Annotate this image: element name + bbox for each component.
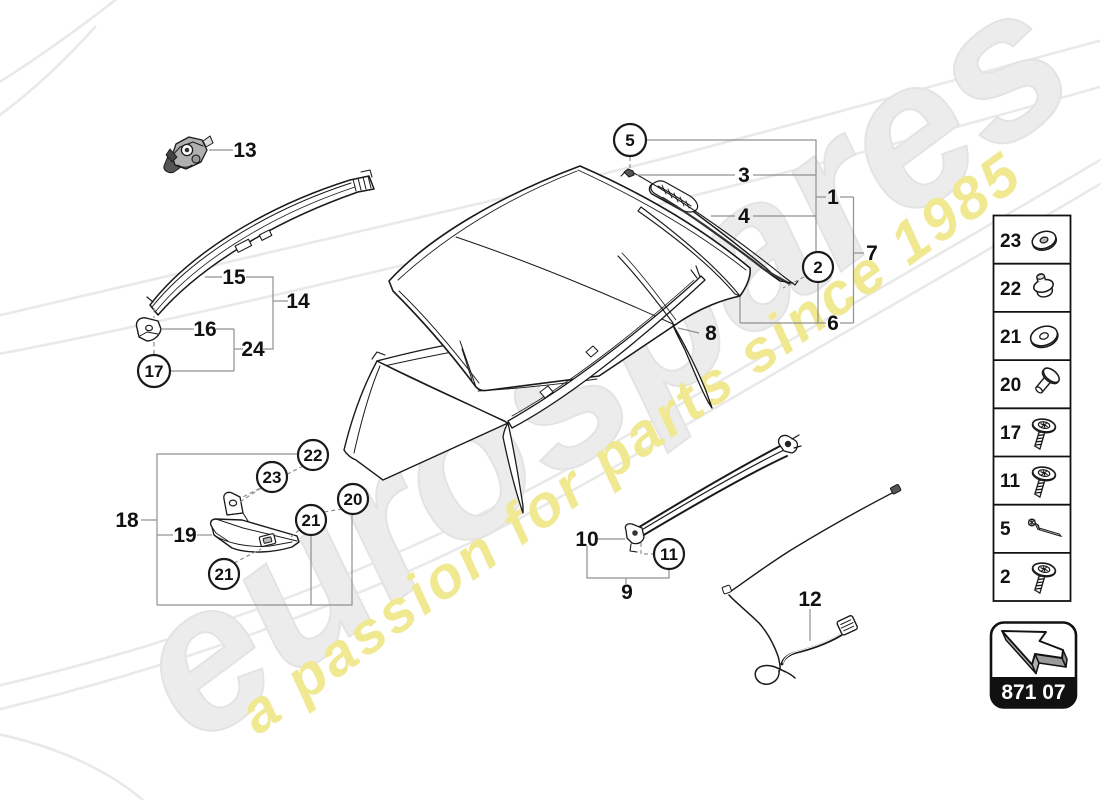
callout-label-13[interactable]: 13 (233, 139, 256, 162)
callout-circle-number: 22 (304, 446, 323, 465)
legend-row-21[interactable]: 21 (1000, 322, 1062, 352)
callout-label-14[interactable]: 14 (286, 290, 310, 313)
callout-label-10[interactable]: 10 (575, 528, 598, 551)
part-code-band (991, 677, 1076, 708)
callout-label-4[interactable]: 4 (738, 205, 750, 228)
callout-circles: 17 5 2 22 23 20 21 21 (136, 122, 835, 591)
callout-circle-11[interactable]: 11 (652, 537, 686, 571)
callout-circle-5[interactable]: 5 (612, 122, 648, 158)
part-code-box[interactable]: 871 07 (989, 621, 1078, 709)
callout-label-19[interactable]: 19 (173, 524, 196, 547)
callout-circle-number: 20 (344, 490, 363, 509)
callout-label-12[interactable]: 12 (798, 588, 821, 611)
part-19-bracket-drawing (209, 491, 300, 553)
legend-row-number: 17 (1000, 423, 1021, 444)
legend-row-number: 11 (1000, 471, 1021, 492)
callout-circle-number: 11 (660, 545, 678, 564)
watermark-brand-text: eurospares (88, 0, 1100, 784)
part-13-latch-drawing (163, 135, 214, 174)
rear-rail-drawing (620, 168, 799, 297)
callout-label-16[interactable]: 16 (193, 318, 216, 341)
callout-circle-21-upper[interactable]: 21 (294, 503, 328, 537)
legend-row-number: 22 (1000, 279, 1021, 300)
legend-row-5[interactable]: 5 (1000, 517, 1062, 540)
legend-row-number: 23 (1000, 231, 1021, 252)
legend-table: 23 22 21 20 17 11 5 2 (992, 214, 1072, 602)
part-15-trim-drawing (146, 169, 375, 316)
callout-label-15[interactable]: 15 (222, 266, 246, 289)
liner-frame-drawing (343, 340, 524, 514)
callout-circle-2[interactable]: 2 (801, 250, 835, 284)
callout-circle-23[interactable]: 23 (255, 460, 289, 494)
callout-circle-number: 23 (263, 468, 282, 487)
callout-circle-number: 2 (813, 258, 822, 277)
callout-label-6[interactable]: 6 (827, 312, 839, 335)
legend-row-2[interactable]: 2 (1000, 560, 1058, 596)
callout-label-1[interactable]: 1 (827, 186, 839, 209)
legend-row-22[interactable]: 22 (1000, 270, 1057, 300)
part-code-label: 871 07 (1001, 681, 1065, 704)
legend-row-number: 2 (1000, 567, 1011, 588)
callout-circle-17[interactable]: 17 (136, 353, 172, 389)
callout-label-24[interactable]: 24 (241, 338, 265, 361)
back-arrow-icon (1001, 630, 1068, 675)
legend-row-number: 21 (1000, 327, 1022, 348)
callout-label-8[interactable]: 8 (705, 322, 717, 345)
callout-circle-number: 5 (625, 131, 634, 150)
callout-circle-number: 17 (145, 362, 164, 381)
legend-row-17[interactable]: 17 (1000, 416, 1058, 452)
callout-circle-22[interactable]: 22 (296, 438, 330, 472)
rear-bow-drawing (507, 252, 713, 429)
callout-lines (141, 139, 864, 641)
callout-label-7[interactable]: 7 (866, 242, 878, 265)
tension-bow-drawing (624, 434, 802, 553)
legend-row-number: 20 (1000, 375, 1021, 396)
legend-row-23[interactable]: 23 (1000, 227, 1060, 254)
callout-label-3[interactable]: 3 (738, 164, 750, 187)
legend-row-11[interactable]: 11 (1000, 464, 1058, 500)
callout-circle-21-lower[interactable]: 21 (207, 557, 241, 591)
callout-label-18[interactable]: 18 (115, 509, 139, 532)
part-16-bracket-drawing (135, 317, 162, 342)
callout-circle-number: 21 (215, 565, 234, 584)
callout-circle-20[interactable]: 20 (336, 482, 370, 516)
legend-row-20[interactable]: 20 (1000, 364, 1063, 399)
callout-circle-number: 21 (302, 511, 321, 530)
callout-label-9[interactable]: 9 (621, 581, 633, 604)
callout-labels: 13 15 14 16 24 18 19 10 9 12 3 1 4 7 6 8 (115, 139, 878, 611)
diagram-artwork (135, 135, 902, 685)
legend-row-number: 5 (1000, 519, 1011, 540)
cable-drawing (721, 484, 902, 685)
